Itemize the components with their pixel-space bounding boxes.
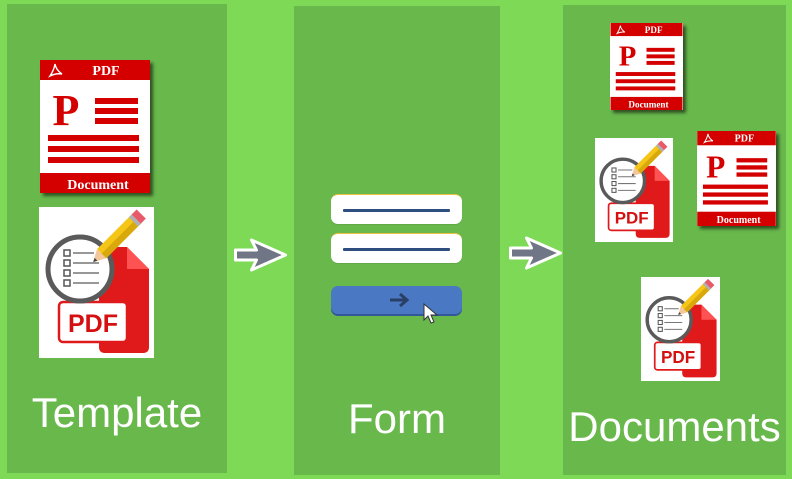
submit-button-icon <box>331 286 462 314</box>
right-arrow-icon <box>232 237 289 273</box>
text-field-icon <box>331 233 462 263</box>
mouse-cursor-icon <box>423 303 439 324</box>
right-arrow-icon <box>507 235 564 271</box>
arrow-right-icon <box>390 293 410 307</box>
pdf-form-icon <box>39 207 154 358</box>
pdf-form-icon <box>641 277 720 381</box>
pdf-document-icon <box>40 60 150 193</box>
field-line <box>343 247 450 251</box>
text-field-icon <box>331 194 462 224</box>
pdf-form-icon <box>595 138 673 242</box>
documents-label: Documents <box>568 403 781 450</box>
form-label: Form <box>348 395 446 442</box>
template-label: Template <box>31 389 203 436</box>
pdf-document-icon <box>697 131 776 226</box>
pdf-document-icon <box>610 23 683 110</box>
field-line <box>343 208 450 212</box>
